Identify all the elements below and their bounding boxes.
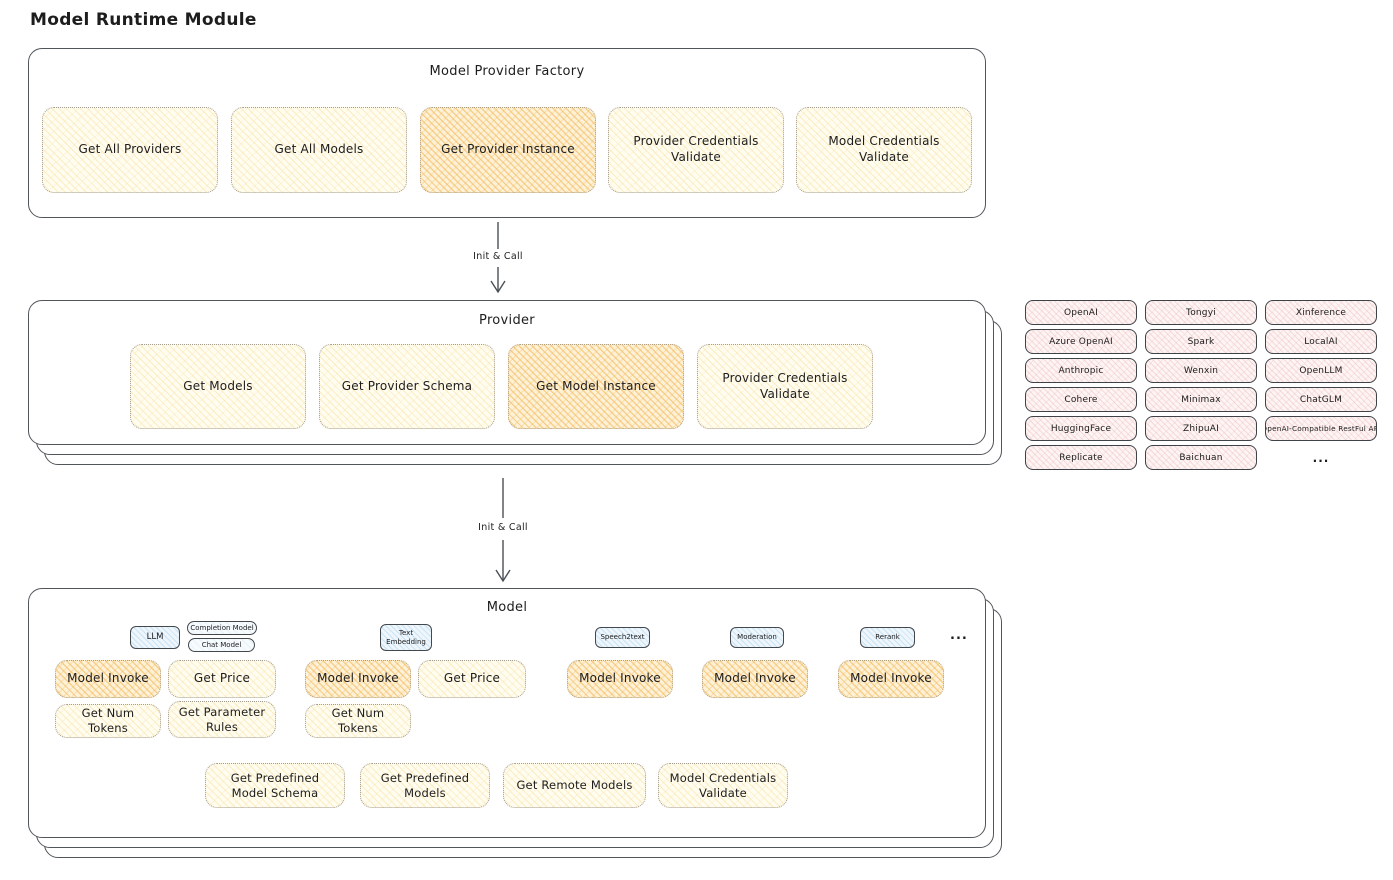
get-num-tokens-node-llm: Get Num Tokens — [55, 704, 161, 738]
get-provider-schema-node: Get Provider Schema — [319, 344, 495, 429]
provider-chip-replicate: Replicate — [1025, 445, 1137, 470]
model-credentials-validate-node-2: Model Credentials Validate — [658, 763, 788, 808]
init-call-label-top: Init & Call — [473, 251, 523, 262]
completion-model-chip: Completion Model — [187, 621, 257, 635]
provider-chips-grid: OpenAI Tongyi Xinference Azure OpenAI Sp… — [1025, 300, 1377, 470]
model-invoke-node-text-embedding: Model Invoke — [305, 660, 411, 698]
model-types-ellipsis: ... — [950, 628, 968, 643]
provider-chip-huggingface: HuggingFace — [1025, 416, 1137, 441]
get-all-providers-node: Get All Providers — [42, 107, 218, 193]
provider-chip-baichuan: Baichuan — [1145, 445, 1257, 470]
page-title: Model Runtime Module — [30, 10, 257, 30]
speech2text-type-chip: Speech2text — [595, 627, 650, 648]
init-call-arrow-top — [490, 222, 506, 294]
get-price-node-llm: Get Price — [168, 660, 276, 698]
provider-chip-tongyi: Tongyi — [1145, 300, 1257, 325]
get-all-models-node: Get All Models — [231, 107, 407, 193]
provider-chip-openai: OpenAI — [1025, 300, 1137, 325]
provider-chip-localai: LocalAI — [1265, 329, 1377, 354]
provider-credentials-validate-node: Provider Credentials Validate — [608, 107, 784, 193]
get-model-instance-node: Get Model Instance — [508, 344, 684, 429]
model-credentials-validate-node: Model Credentials Validate — [796, 107, 972, 193]
provider-chip-cohere: Cohere — [1025, 387, 1137, 412]
provider-chip-openai-compatible: OpenAI-Compatible RestFul API — [1265, 416, 1377, 441]
llm-type-chip: LLM — [130, 626, 180, 649]
provider-chip-chatglm: ChatGLM — [1265, 387, 1377, 412]
provider-chip-azure-openai: Azure OpenAI — [1025, 329, 1137, 354]
provider-chip-anthropic: Anthropic — [1025, 358, 1137, 383]
model-provider-factory-box: Model Provider Factory Get All Providers… — [28, 48, 986, 218]
model-invoke-node-llm: Model Invoke — [55, 660, 161, 698]
provider-title: Provider — [479, 313, 535, 328]
rerank-type-chip: Rerank — [860, 627, 915, 648]
model-invoke-node-speech2text: Model Invoke — [567, 660, 673, 698]
model-invoke-node-rerank: Model Invoke — [838, 660, 944, 698]
get-parameter-rules-node: Get Parameter Rules — [168, 701, 276, 738]
model-box: Model LLM Completion Model Chat Model Te… — [28, 588, 1002, 858]
get-models-node: Get Models — [130, 344, 306, 429]
get-price-node-text-embedding: Get Price — [418, 660, 526, 698]
provider-credentials-validate-node-2: Provider Credentials Validate — [697, 344, 873, 429]
get-remote-models-node: Get Remote Models — [503, 763, 646, 808]
get-predefined-models-node: Get Predefined Models — [360, 763, 490, 808]
model-invoke-node-moderation: Model Invoke — [702, 660, 808, 698]
provider-chip-openllm: OpenLLM — [1265, 358, 1377, 383]
provider-chips-ellipsis: ... — [1312, 450, 1330, 465]
provider-chip-zhipuai: ZhipuAI — [1145, 416, 1257, 441]
chat-model-chip: Chat Model — [188, 638, 255, 652]
get-num-tokens-node-text-embedding: Get Num Tokens — [305, 704, 411, 738]
provider-chip-minimax: Minimax — [1145, 387, 1257, 412]
init-call-arrow-bottom — [495, 478, 511, 583]
moderation-type-chip: Moderation — [730, 627, 784, 648]
get-predefined-model-schema-node: Get Predefined Model Schema — [205, 763, 345, 808]
text-embedding-type-chip: Text Embedding — [380, 624, 432, 651]
model-title: Model — [486, 600, 528, 615]
get-provider-instance-node: Get Provider Instance — [420, 107, 596, 193]
provider-chip-xinference: Xinference — [1265, 300, 1377, 325]
model-provider-factory-title: Model Provider Factory — [429, 64, 585, 79]
provider-chip-wenxin: Wenxin — [1145, 358, 1257, 383]
provider-box: Provider Get Models Get Provider Schema … — [28, 300, 1002, 465]
init-call-label-bottom: Init & Call — [478, 522, 528, 533]
provider-chip-spark: Spark — [1145, 329, 1257, 354]
